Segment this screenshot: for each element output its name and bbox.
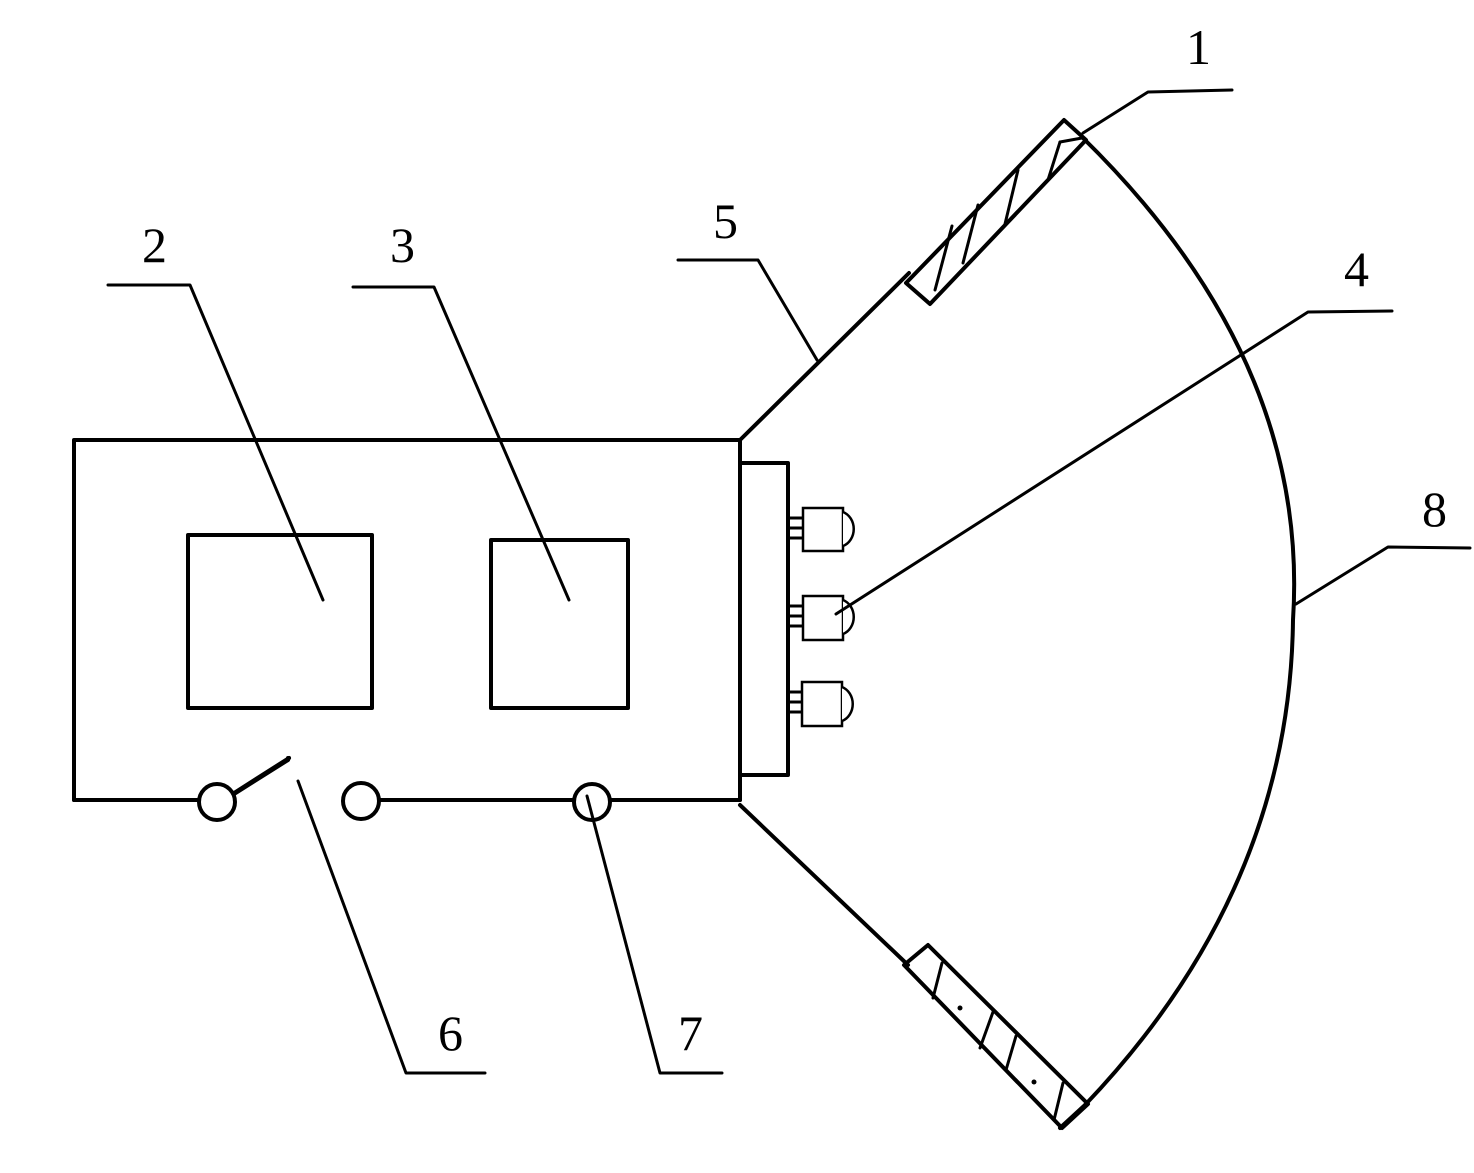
cone-upper-edge	[738, 271, 911, 442]
terminal-circle-2	[341, 781, 381, 821]
label-8: 8	[1422, 481, 1447, 537]
label-1: 1	[1186, 19, 1211, 75]
led-icon	[786, 594, 855, 642]
main-housing	[72, 438, 742, 802]
terminal-circle-1	[197, 782, 237, 822]
cone-lower-edge	[738, 803, 910, 967]
led-icon	[786, 680, 854, 728]
component-box-2	[186, 533, 374, 710]
label-7: 7	[678, 1005, 703, 1061]
hatched-block-lower	[902, 943, 1090, 1130]
reference-numerals: 1 2 3 4 5 6 7 8	[142, 19, 1447, 1061]
component-box-3	[489, 538, 630, 710]
reflector-arc	[1080, 135, 1297, 1107]
terminals	[197, 756, 612, 822]
label-6: 6	[438, 1005, 463, 1061]
label-2: 2	[142, 217, 167, 273]
led-array	[786, 506, 855, 728]
switch-lever-arm	[232, 758, 290, 796]
label-4: 4	[1344, 241, 1369, 297]
hatched-block-upper	[904, 118, 1088, 306]
led-panel	[738, 461, 790, 777]
label-3: 3	[390, 217, 415, 273]
reflector-cone	[738, 135, 1297, 1130]
label-5: 5	[713, 193, 738, 249]
leader-lines	[106, 88, 1472, 1075]
led-icon	[786, 506, 855, 553]
